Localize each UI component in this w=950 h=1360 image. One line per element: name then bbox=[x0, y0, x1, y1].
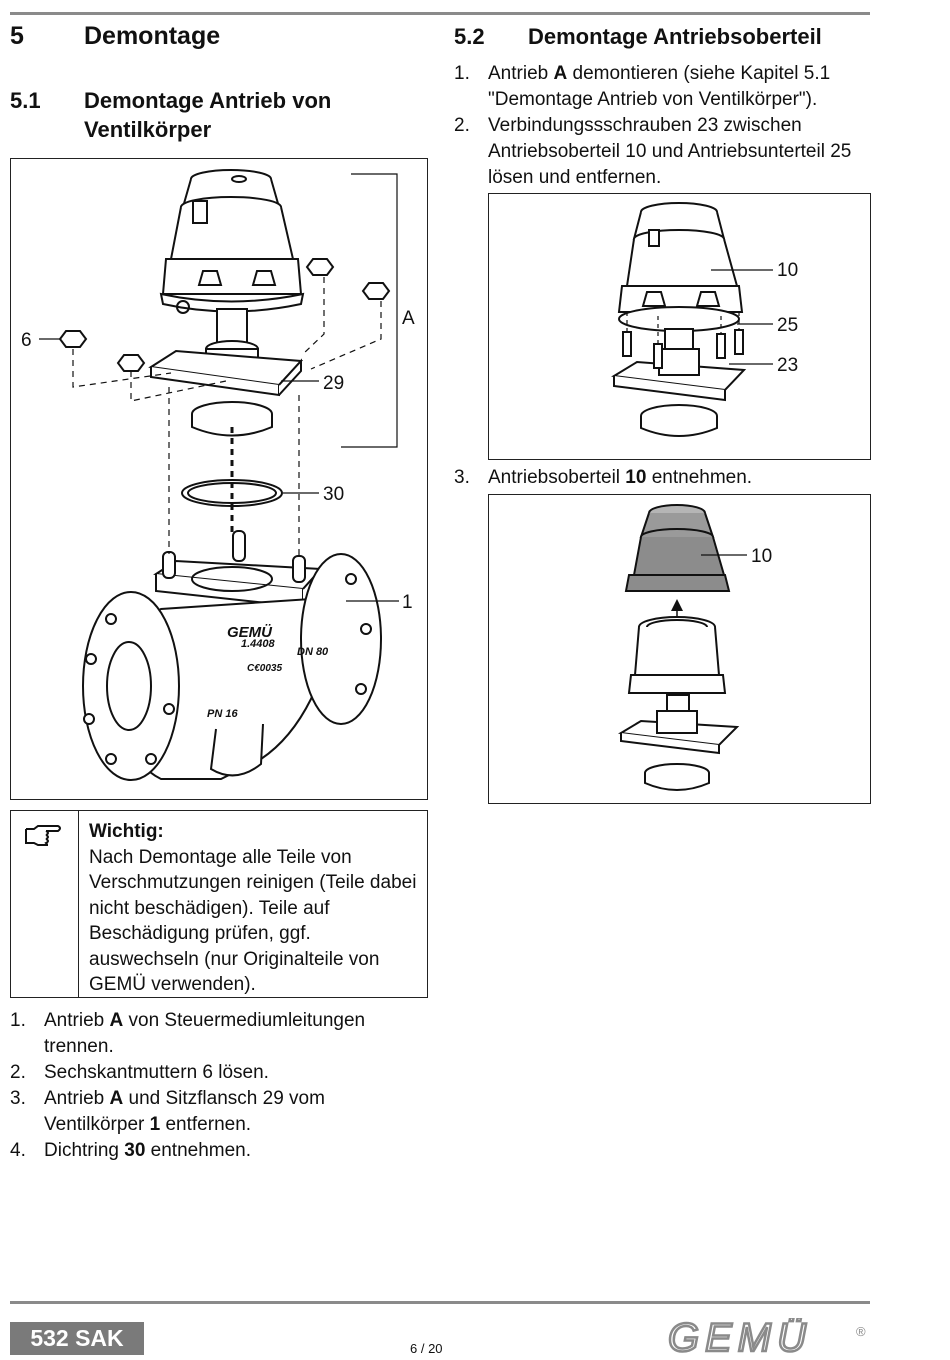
note-text: Nach Demontage alle Teile von Verschmutz… bbox=[89, 846, 417, 996]
steps-5-2-list-cont: 3.Antriebsoberteil 10 entnehmen. bbox=[454, 465, 874, 491]
footer-rule bbox=[10, 1301, 870, 1304]
actuator-top-removal-drawing: 10 bbox=[617, 504, 772, 791]
note-hand-column bbox=[11, 811, 79, 997]
label-a: A bbox=[402, 308, 415, 329]
body-material-mark: 1.4408 bbox=[241, 638, 276, 650]
section-5-2-title: Demontage Antriebsoberteil bbox=[528, 24, 822, 49]
note-body: Wichtig: Nach Demontage alle Teile von V… bbox=[89, 819, 419, 998]
figure-actuator-screws: 10 25 23 bbox=[488, 193, 871, 460]
step-5-2-2: 2.Verbindungssschrauben 23 zwischen Antr… bbox=[454, 115, 852, 188]
body-brand-mark: GEMÜ bbox=[227, 624, 273, 641]
section-5-2-number: 5.2 bbox=[454, 24, 485, 49]
figure-valve-exploded: GEMÜ 1.4408 DN 80 C€0035 PN 16 A 6 29 30… bbox=[10, 158, 428, 800]
fig3-label-10: 10 bbox=[751, 546, 772, 567]
step-5-1-4: 4.Dichtring 30 entnehmen. bbox=[10, 1140, 252, 1161]
note-title: Wichtig: bbox=[89, 821, 164, 842]
label-29: 29 bbox=[323, 373, 344, 394]
steps-5-1-list: 1.Antrieb A von Steuermediumleitungen tr… bbox=[10, 1008, 430, 1164]
label-1: 1 bbox=[402, 592, 413, 613]
pointing-hand-icon bbox=[25, 825, 61, 846]
step-5-1-3: 3.Antrieb A und Sitzflansch 29 vom Venti… bbox=[10, 1088, 325, 1135]
fig2-label-10: 10 bbox=[777, 260, 798, 281]
fig2-label-23: 23 bbox=[777, 355, 798, 376]
label-6: 6 bbox=[21, 330, 32, 351]
steps-5-2-list: 1.Antrieb A demontieren (siehe Kapitel 5… bbox=[454, 61, 874, 191]
important-note: Wichtig: Nach Demontage alle Teile von V… bbox=[10, 810, 428, 998]
step-5-1-1: 1.Antrieb A von Steuermediumleitungen tr… bbox=[10, 1010, 366, 1057]
product-badge: 532 SAK bbox=[10, 1322, 144, 1355]
gemu-logo: GEMÜ ® bbox=[667, 1318, 866, 1358]
top-rule bbox=[10, 12, 870, 15]
label-30: 30 bbox=[323, 484, 344, 505]
valve-exploded-drawing: GEMÜ 1.4408 DN 80 C€0035 PN 16 A 6 29 30… bbox=[21, 169, 415, 781]
step-5-1-2: 2.Sechskantmuttern 6 lösen. bbox=[10, 1062, 269, 1083]
section-5-1-title: Demontage Antrieb von Ventilkörper bbox=[84, 86, 331, 144]
section-5-1-number: 5.1 bbox=[10, 88, 41, 113]
gemu-logo-text: GEMÜ bbox=[668, 1318, 812, 1358]
section-5-1-title-line2: Ventilkörper bbox=[84, 117, 212, 142]
fig2-label-25: 25 bbox=[777, 315, 798, 336]
section-5-title: Demontage bbox=[84, 22, 221, 50]
body-dn-mark: DN 80 bbox=[297, 646, 329, 658]
actuator-screws-drawing: 10 25 23 bbox=[611, 202, 798, 437]
step-5-2-1: 1.Antrieb A demontieren (siehe Kapitel 5… bbox=[454, 63, 831, 110]
step-5-2-3: 3.Antriebsoberteil 10 entnehmen. bbox=[454, 467, 753, 488]
figure-actuator-top-removal: 10 bbox=[488, 494, 871, 804]
body-ce-mark: C€0035 bbox=[247, 663, 282, 674]
section-5-number: 5 bbox=[10, 22, 24, 50]
body-pn-mark: PN 16 bbox=[207, 708, 238, 720]
registered-mark: ® bbox=[856, 1324, 866, 1339]
page-number: 6 / 20 bbox=[410, 1341, 443, 1356]
section-5-1-title-line1: Demontage Antrieb von bbox=[84, 88, 332, 113]
